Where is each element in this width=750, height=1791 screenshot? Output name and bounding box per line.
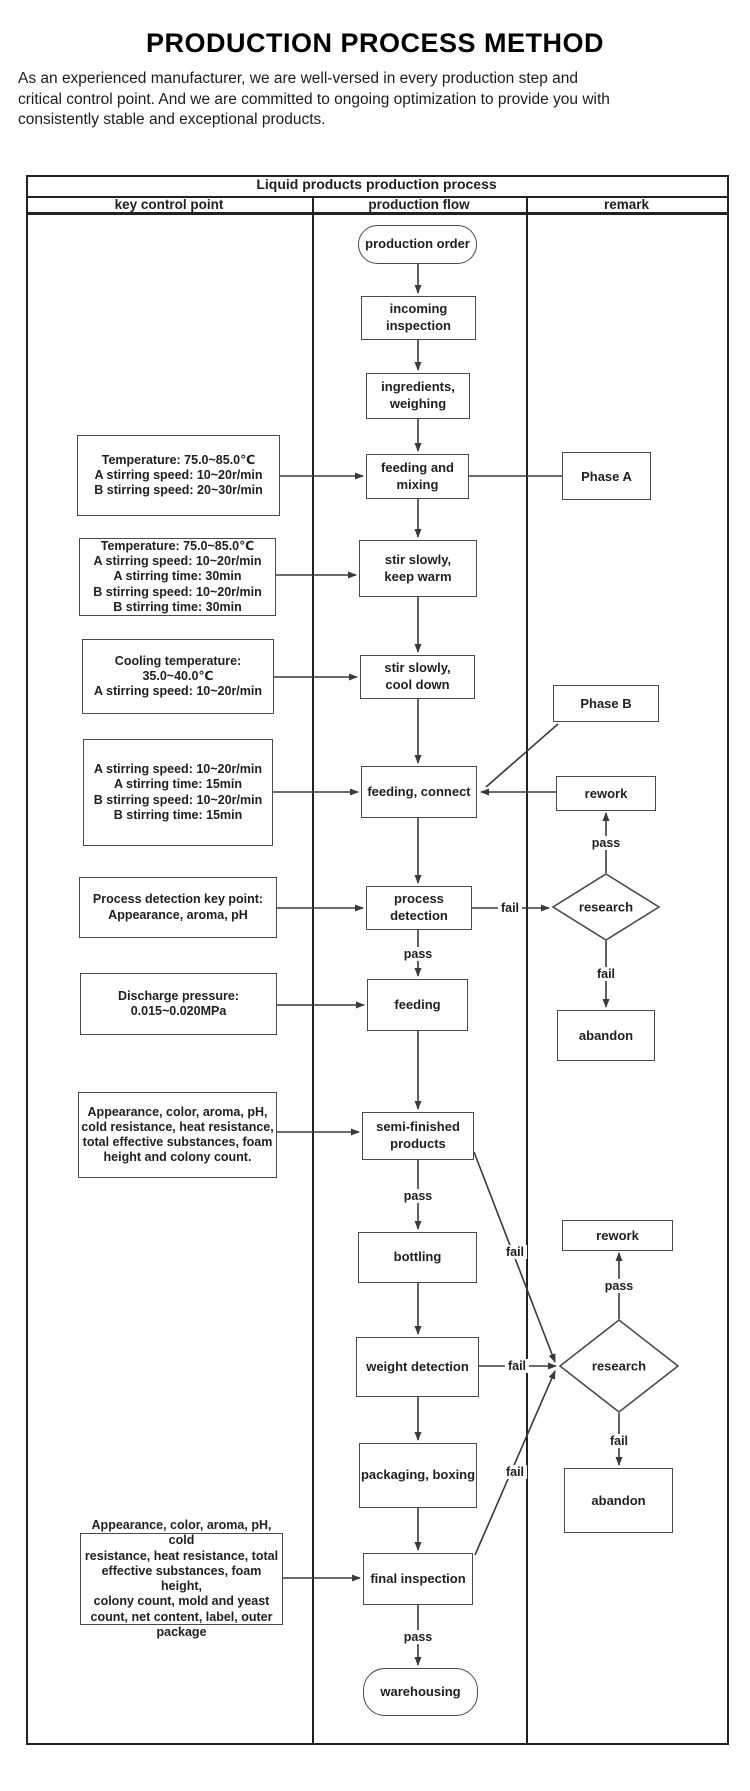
edge-label-fail: fail — [504, 1359, 530, 1373]
remark-phase-a: Phase A — [562, 452, 651, 500]
flow-node-feeding-and-mixing: feeding and mixing — [366, 454, 469, 499]
remark-phase-b: Phase B — [553, 685, 659, 722]
research-diamond-2 — [558, 1318, 680, 1414]
research-diamond-1 — [551, 873, 661, 941]
edge-label-fail: fail — [502, 1465, 528, 1479]
flow-node-weight-detection: weight detection — [356, 1337, 479, 1397]
key-point-process-detection: Process detection key point: Appearance,… — [79, 877, 277, 938]
key-point-discharge-pressure: Discharge pressure: 0.015~0.020MPa — [80, 973, 277, 1035]
column-divider-2 — [526, 196, 528, 1743]
flow-node-bottling: bottling — [358, 1232, 477, 1283]
key-point-final-inspection: Appearance, color, aroma, pH, cold resis… — [80, 1518, 283, 1639]
remark-abandon-1: abandon — [557, 1010, 655, 1061]
column-header-remark: remark — [603, 197, 650, 212]
research-label-1: research — [578, 899, 634, 915]
table-title: Liquid products production process — [256, 176, 497, 192]
flow-node-feeding-connect: feeding, connect — [361, 766, 477, 818]
flow-node-stir-slowly-keep-warm: stir slowly, keep warm — [359, 540, 477, 597]
table-subheader-divider — [26, 212, 727, 215]
edge-label-fail: fail — [497, 901, 523, 915]
research-label-2: research — [591, 1358, 647, 1374]
flow-node-incoming-inspection: incoming inspection — [361, 296, 476, 340]
edge-label-fail: fail — [502, 1245, 528, 1259]
flow-node-warehousing: warehousing — [363, 1668, 478, 1716]
flow-node-ingredients-weighing: ingredients, weighing — [366, 373, 470, 419]
flow-node-production-order: production order — [358, 225, 477, 264]
edge-label-pass: pass — [400, 1630, 436, 1644]
edge-label-fail: fail — [606, 1434, 632, 1448]
key-point-stir-cool-down: Cooling temperature: 35.0~40.0℃ A stirri… — [82, 639, 274, 714]
column-header-production-flow: production flow — [368, 197, 470, 212]
flow-node-stir-slowly-cool-down: stir slowly, cool down — [360, 655, 475, 699]
remark-rework-1: rework — [556, 776, 656, 811]
page-title: PRODUCTION PROCESS METHOD — [145, 28, 605, 58]
flow-node-process-detection: process detection — [366, 886, 472, 930]
key-point-semi-finished: Appearance, color, aroma, pH, cold resis… — [78, 1092, 277, 1178]
flow-node-semi-finished-products: semi-finished products — [362, 1112, 474, 1160]
column-divider-1 — [312, 196, 314, 1743]
edge-label-pass: pass — [400, 947, 436, 961]
column-header-key-control-point: key control point — [114, 197, 224, 212]
intro-text: As an experienced manufacturer, we are w… — [18, 70, 610, 128]
edge-label-pass: pass — [588, 836, 624, 850]
remark-abandon-2: abandon — [564, 1468, 673, 1533]
key-point-feeding-connect: A stirring speed: 10~20r/min A stirring … — [83, 739, 273, 846]
flow-node-final-inspection: final inspection — [363, 1553, 473, 1605]
flow-node-packaging-boxing: packaging, boxing — [359, 1443, 477, 1508]
edge-label-pass: pass — [400, 1189, 436, 1203]
table-header-divider — [26, 196, 727, 198]
edge-label-fail: fail — [593, 967, 619, 981]
remark-rework-2: rework — [562, 1220, 673, 1251]
key-point-stir-keep-warm: Temperature: 75.0~85.0℃ A stirring speed… — [79, 538, 276, 616]
edge-label-pass: pass — [601, 1279, 637, 1293]
key-point-feeding-mixing: Temperature: 75.0~85.0℃ A stirring speed… — [77, 435, 280, 516]
flow-node-feeding: feeding — [367, 979, 468, 1031]
